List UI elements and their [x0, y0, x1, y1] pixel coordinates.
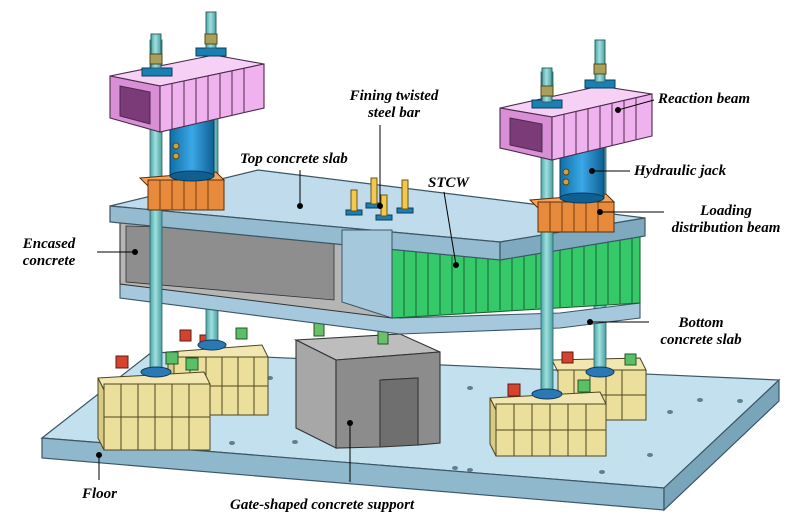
label-gate-shaped-support: Gate-shaped concrete support [230, 497, 415, 513]
label-encased-concrete: Encased concrete [2, 236, 96, 270]
gate-shaped-support [293, 321, 441, 449]
label-fining-line-2: steel bar [367, 105, 421, 121]
label-reaction-beam: Reaction beam [658, 91, 751, 107]
anchor-frame-front-left [97, 351, 211, 451]
reaction-beam-left-rods [149, 11, 218, 69]
label-loading-line-2: distribution beam [671, 220, 781, 236]
fining-twisted-steel-bars [345, 177, 414, 221]
label-stcw: STCW [428, 175, 469, 191]
label-loading-line-1: Loading [700, 203, 752, 219]
label-fining-line-1: Fining twisted [349, 88, 439, 104]
label-encased-line-1: Encased [22, 236, 76, 252]
label-fining-twisted-steel-bar: Fining twisted steel bar [336, 88, 452, 122]
label-bottom-line-1: Bottom [678, 315, 724, 331]
bottom-concrete-slab [119, 283, 641, 335]
label-hydraulic-jack: Hydraulic jack [634, 163, 727, 179]
reaction-beam-right [499, 79, 653, 161]
reaction-beam-right-rods [540, 39, 607, 103]
reaction-beam-left [109, 47, 265, 133]
label-top-concrete-slab: Top concrete slab [240, 151, 348, 167]
label-encased-line-2: concrete [22, 253, 76, 269]
label-bottom-line-2: concrete slab [660, 332, 742, 348]
label-loading-distribution-beam: Loading distribution beam [658, 203, 794, 237]
label-bottom-concrete-slab: Bottom concrete slab [646, 315, 756, 349]
leader-lines [96, 99, 664, 482]
label-floor: Floor [82, 486, 118, 502]
anchor-frame-front-right [489, 379, 607, 457]
hydraulic-jack-left [169, 119, 215, 182]
